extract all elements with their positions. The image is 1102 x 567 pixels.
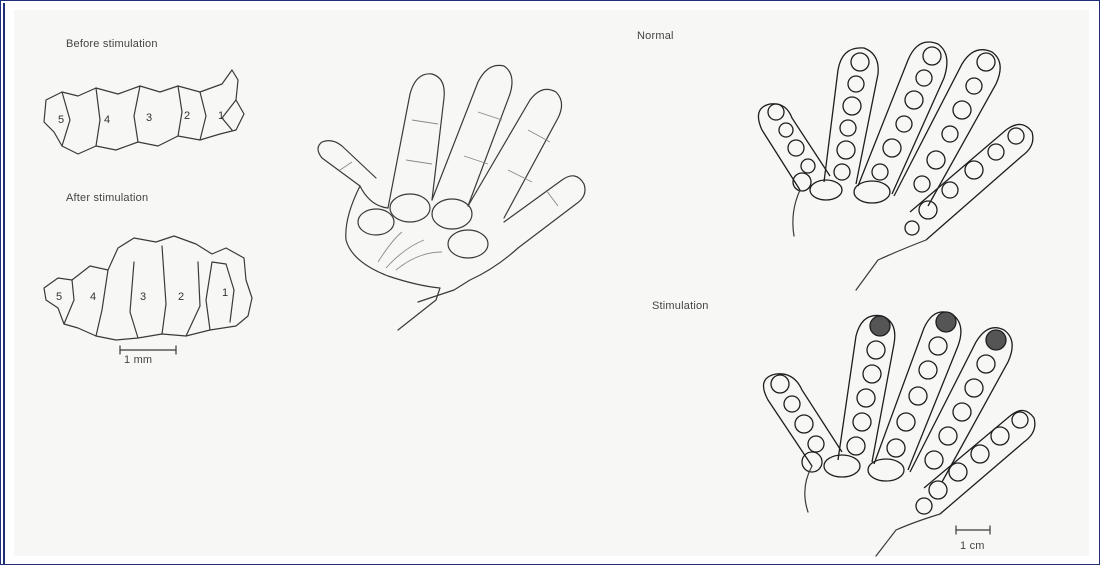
before-region-5: 5 bbox=[58, 114, 64, 126]
cortical-map-before: 5 4 3 2 1 bbox=[44, 70, 244, 154]
hand-stimulation-map bbox=[764, 312, 1035, 556]
before-region-4: 4 bbox=[104, 114, 110, 126]
scale-bar-cm bbox=[956, 526, 990, 534]
after-region-1: 1 bbox=[222, 287, 228, 299]
after-region-2: 2 bbox=[178, 291, 184, 303]
scale-bar-mm bbox=[120, 346, 176, 354]
before-region-3: 3 bbox=[146, 112, 152, 124]
after-region-3: 3 bbox=[140, 291, 146, 303]
after-region-5: 5 bbox=[56, 291, 62, 303]
before-region-2: 2 bbox=[184, 110, 190, 122]
hand-normal-map bbox=[758, 42, 1032, 290]
before-region-1: 1 bbox=[218, 110, 224, 122]
cortical-map-after: 5 4 3 2 1 bbox=[44, 236, 252, 340]
after-region-4: 4 bbox=[90, 291, 96, 303]
hand-outline-drawing bbox=[318, 65, 585, 330]
